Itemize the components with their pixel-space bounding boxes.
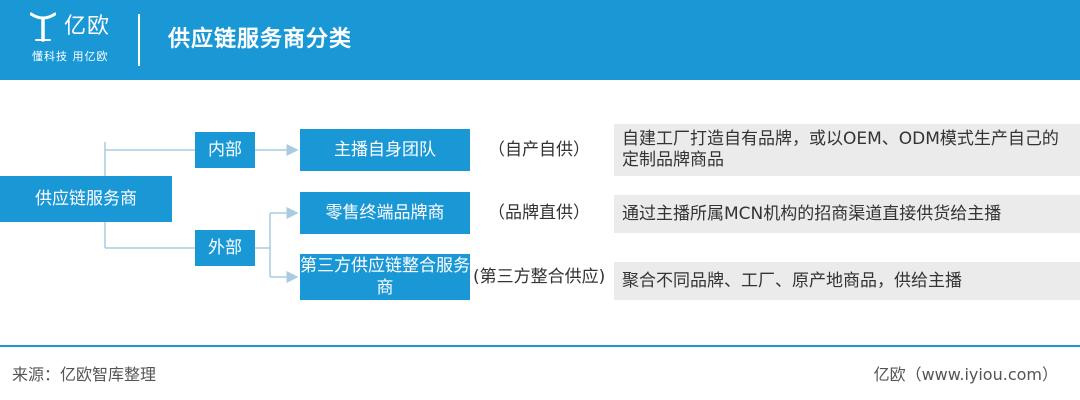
mode-third-party: (第三方整合供应) xyxy=(473,267,606,287)
site-credit[interactable]: 亿欧（www.iyiou.com） xyxy=(873,365,1058,384)
desc-self-team: 自建工厂打造自有品牌，或以OEM、ODM模式生产自己的定制品牌商品 xyxy=(614,124,1080,176)
branch-outer-label: 外部 xyxy=(195,230,255,266)
desc-third-party-integrator: 聚合不同品牌、工厂、原产地商品，供给主播 xyxy=(614,262,1080,300)
header-bar: 亿欧 懂科技 用亿欧 供应链服务商分类 xyxy=(0,0,1080,80)
logo[interactable]: 亿欧 懂科技 用亿欧 xyxy=(30,10,130,70)
branch-inner-label: 内部 xyxy=(195,132,255,168)
root-node: 供应链服务商 xyxy=(0,176,172,222)
mode-brand-direct: （品牌直供） xyxy=(488,203,590,223)
footer-rule xyxy=(0,345,1080,347)
item-self-team: 主播自身团队 xyxy=(300,129,470,171)
item-third-party-integrator: 第三方供应链整合服务商 xyxy=(300,254,470,300)
item-retail-brand: 零售终端品牌商 xyxy=(300,192,470,234)
logo-text: 亿欧 xyxy=(64,14,111,39)
desc-retail-brand: 通过主播所属MCN机构的招商渠道直接供货给主播 xyxy=(614,195,1080,233)
logo-slogan: 懂科技 用亿欧 xyxy=(32,50,109,63)
mode-self-supply: （自产自供） xyxy=(488,140,590,160)
page-title: 供应链服务商分类 xyxy=(168,27,353,52)
classification-diagram: 供应链服务商 内部 外部 主播自身团队 零售终端品牌商 第三方供应链整合服务商 … xyxy=(0,80,1080,340)
logo-mark-icon xyxy=(30,12,56,42)
source-note: 来源：亿欧智库整理 xyxy=(12,365,157,384)
header-divider xyxy=(138,14,140,66)
